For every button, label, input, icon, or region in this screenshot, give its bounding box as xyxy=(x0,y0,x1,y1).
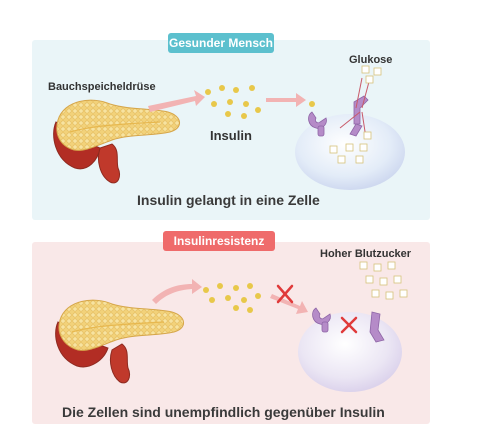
arrow-right-icon xyxy=(266,93,306,107)
block-x-icon xyxy=(276,284,294,304)
arrow-right-icon xyxy=(152,279,202,304)
glucose-molecules xyxy=(329,65,382,164)
glucose-label: Glukose xyxy=(349,54,393,66)
resistance-badge: Insulinresistenz xyxy=(163,231,275,251)
glucose-molecules-blood xyxy=(359,261,408,300)
pancreas-resistant xyxy=(55,299,184,384)
insulin-label: Insulin xyxy=(210,128,252,143)
resistance-caption: Die Zellen sind unempfindlich gegenüber … xyxy=(62,404,385,420)
healthy-caption: Insulin gelangt in eine Zelle xyxy=(137,192,320,208)
pancreas-label: Bauchspeicheldrüse xyxy=(48,81,156,93)
pancreas-healthy xyxy=(53,99,180,184)
insulin-molecules xyxy=(205,85,315,119)
healthy-badge: Gesunder Mensch xyxy=(168,33,274,53)
receptor-icon xyxy=(312,307,385,343)
insulin-molecules-resistant xyxy=(203,283,261,313)
block-x-icon xyxy=(340,316,358,334)
arrow-right-icon xyxy=(148,90,205,112)
blood-sugar-label: Hoher Blutzucker xyxy=(320,248,412,260)
